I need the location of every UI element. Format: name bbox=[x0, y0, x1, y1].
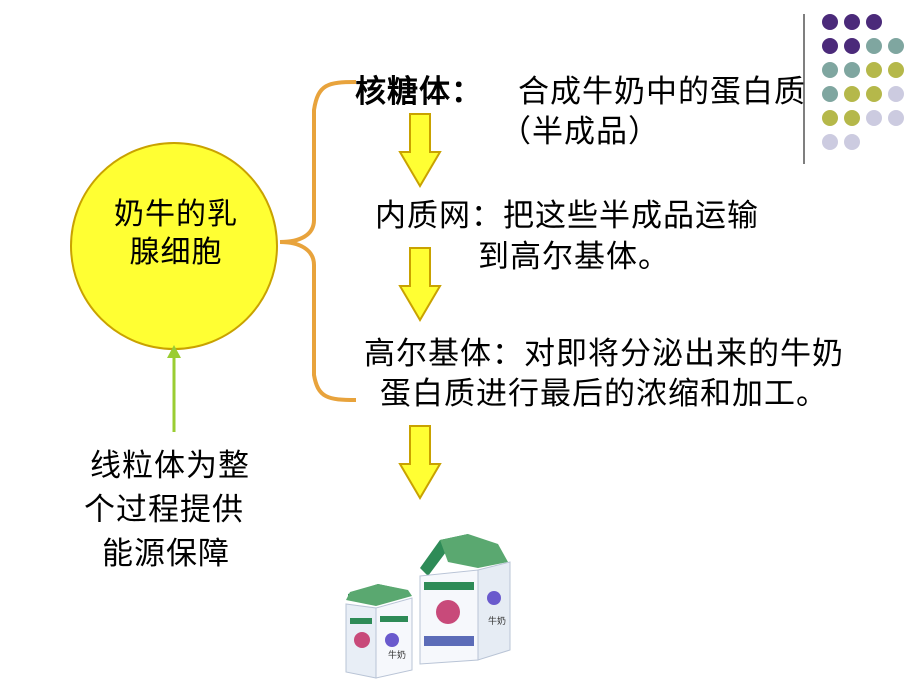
cell-label-line2: 腺细胞 bbox=[129, 235, 223, 270]
golgi-line2: 蛋白质进行最后的浓缩和加工。 bbox=[380, 376, 828, 412]
mito-line2: 个过程提供 bbox=[84, 492, 244, 528]
ribosome-desc-line2: （半成品） bbox=[500, 114, 660, 150]
small-carton-label: 牛奶 bbox=[388, 649, 406, 661]
small-milk-carton: 牛奶 bbox=[345, 584, 413, 679]
ribosome-title: 核糖体： bbox=[355, 74, 483, 110]
milk-cartons-image: 牛奶 牛奶 bbox=[345, 534, 511, 679]
brace-bracket bbox=[279, 80, 357, 402]
golgi-line1: 高尔基体：对即将分泌出来的牛奶 bbox=[364, 336, 844, 372]
decorative-line bbox=[803, 14, 805, 164]
ribosome-desc-line1: 合成牛奶中的蛋白质 bbox=[518, 74, 806, 110]
up-arrow bbox=[167, 345, 181, 432]
mito-line1: 线粒体为整 bbox=[90, 448, 250, 484]
cell-label: 奶牛的乳 腺细胞 bbox=[96, 196, 256, 272]
mito-line3: 能源保障 bbox=[102, 536, 230, 572]
large-milk-carton: 牛奶 bbox=[419, 534, 511, 665]
er-line1: 内质网：把这些半成品运输 bbox=[375, 198, 759, 234]
down-arrow-2 bbox=[398, 247, 442, 322]
cell-circle bbox=[70, 142, 278, 350]
down-arrow-1 bbox=[398, 113, 442, 188]
er-line2: 到高尔基体。 bbox=[478, 239, 670, 275]
down-arrow-3 bbox=[398, 425, 442, 500]
cell-label-line1: 奶牛的乳 bbox=[114, 197, 238, 232]
large-carton-label: 牛奶 bbox=[488, 615, 506, 627]
